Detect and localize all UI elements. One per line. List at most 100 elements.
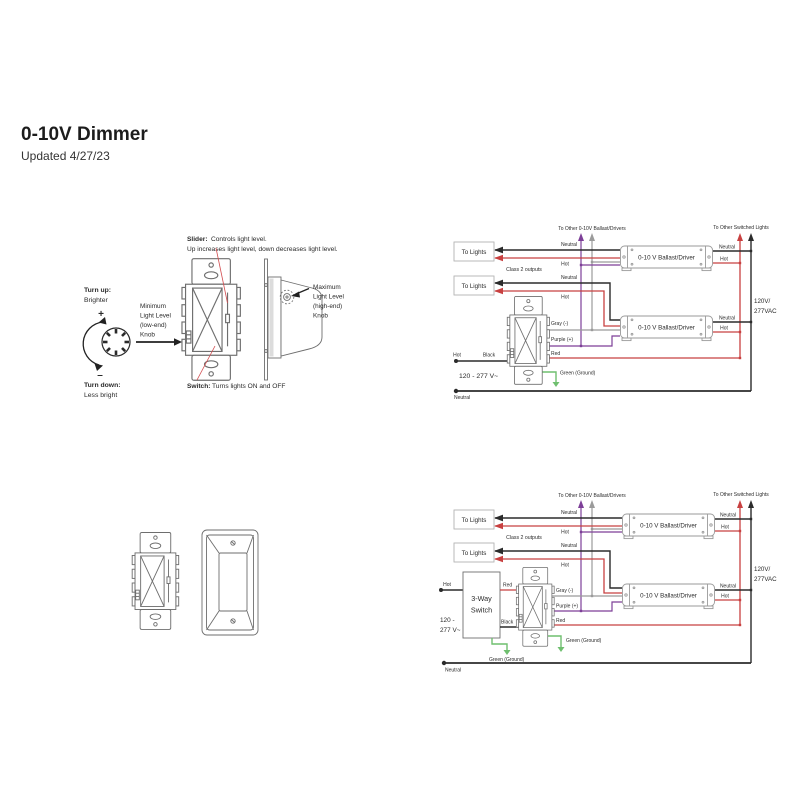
wiring-diagram-single-switch: To Other 0-10V Ballast/Drivers To Other …	[453, 225, 777, 401]
rotation-direction-arrow	[82, 317, 107, 371]
svg-text:Green (Ground): Green (Ground)	[489, 657, 525, 663]
svg-text:Neutral: Neutral	[720, 513, 736, 519]
svg-text:Minimum: Minimum	[140, 303, 166, 310]
svg-text:Hot: Hot	[443, 582, 451, 588]
to-other-drivers-label: To Other 0-10V Ballast/Drivers	[558, 226, 626, 232]
svg-text:Hot: Hot	[721, 525, 729, 531]
product-drawings	[131, 529, 259, 636]
to-lights-box-1: To Lights	[453, 241, 495, 262]
svg-text:Neutral: Neutral	[561, 510, 577, 516]
minus-sign: –	[97, 370, 103, 381]
ballast3-label: 0-10 V Ballast/Driver	[640, 523, 697, 530]
dimmer-front-view	[181, 258, 241, 381]
svg-text:Neutral: Neutral	[719, 245, 735, 251]
svg-text:(high-end): (high-end)	[313, 303, 342, 310]
svg-text:Neutral: Neutral	[719, 316, 735, 322]
svg-text:Light Level: Light Level	[313, 294, 344, 301]
class2-label: Class 2 outputs	[506, 267, 542, 273]
svg-text:Knob: Knob	[313, 313, 328, 320]
svg-text:To Lights: To Lights	[462, 249, 487, 256]
control-trunk-purple-2	[578, 500, 584, 611]
svg-text:3-Way: 3-Way	[471, 594, 492, 603]
supply-voltage-l2: 277 V~	[440, 627, 461, 634]
svg-text:Green (Ground): Green (Ground)	[560, 371, 596, 377]
svg-text:Hot: Hot	[720, 257, 728, 263]
to-other-switched-label: To Other Switched Lights	[713, 225, 769, 231]
traveler-red: Red	[500, 583, 519, 591]
svg-text:Red: Red	[503, 583, 512, 589]
dimmer-anatomy-diagram: Slider: Controls light level. Up increas…	[82, 236, 344, 399]
red-junctions	[738, 261, 742, 360]
lights-row-2b: Neutral Hot	[494, 543, 622, 594]
switch-callout-bold: Switch:	[187, 383, 210, 390]
ground-wire-switch: Green (Ground)	[489, 638, 525, 663]
svg-text:Neutral: Neutral	[720, 584, 736, 590]
red-wire-label-2: Red	[556, 618, 565, 624]
dimmer-device	[506, 296, 550, 385]
control-trunk-gray-2	[589, 500, 595, 596]
supply-voltage-l1: 120 -	[440, 617, 455, 624]
svg-text:Hot: Hot	[561, 530, 569, 536]
svg-text:Hot: Hot	[561, 262, 569, 268]
control-trunk-gray	[589, 233, 595, 330]
svg-text:Black: Black	[483, 353, 496, 359]
vac-label-2: 277VAC	[754, 308, 777, 315]
ballast1-right-leads: Neutral Hot	[713, 245, 751, 264]
purple-junctions	[579, 263, 583, 348]
traveler-black: Black	[500, 620, 519, 628]
vac-label-1: 120V/	[754, 298, 770, 305]
hot-feed-2: Hot	[439, 582, 463, 592]
dimmer-purple-wire	[547, 335, 620, 347]
turn-up-text: Brighter	[84, 297, 109, 304]
ballast1-right-leads-2: Neutral Hot	[715, 513, 751, 532]
to-other-drivers-label-2: To Other 0-10V Ballast/Drivers	[558, 493, 626, 499]
svg-text:Switch: Switch	[471, 606, 492, 615]
switched-hot-bus	[737, 233, 743, 358]
svg-text:Hot: Hot	[561, 563, 569, 569]
dimmer-device-2	[515, 567, 555, 647]
ballast1-label: 0-10 V Ballast/Driver	[638, 255, 695, 262]
ground-wire-dimmer: Green (Ground)	[548, 635, 602, 652]
slider-callout-text: Controls light level.	[211, 236, 267, 243]
svg-text:Hot: Hot	[561, 295, 569, 301]
svg-text:Green (Ground): Green (Ground)	[566, 638, 602, 644]
dimmer-product-view	[131, 532, 180, 630]
red-junctions-2	[738, 529, 742, 627]
switch-callout-text: Turns lights ON and OFF	[212, 383, 285, 390]
turn-down-text: Less bright	[84, 392, 117, 399]
max-knob-label: Maximum Light Level (high-end) Knob	[313, 284, 344, 320]
ballast2-right-leads: Neutral Hot	[713, 316, 751, 333]
svg-text:Neutral: Neutral	[454, 395, 470, 401]
class2-label-2: Class 2 outputs	[506, 535, 542, 541]
wiring-diagram-three-way: To Other 0-10V Ballast/Drivers To Other …	[439, 492, 777, 674]
lights-row-1b: Neutral Hot	[494, 510, 622, 536]
turn-up-label: Turn up:	[84, 287, 111, 294]
svg-text:To Lights: To Lights	[462, 283, 487, 290]
svg-text:Hot: Hot	[720, 326, 728, 332]
purple-junctions-2	[579, 530, 583, 613]
switch-pointer-line	[196, 345, 216, 381]
slider-callout-bold: Slider:	[187, 236, 208, 243]
to-other-switched-label-2: To Other Switched Lights	[713, 492, 769, 498]
switched-hot-bus-2	[737, 500, 743, 625]
svg-text:Hot: Hot	[453, 353, 461, 359]
three-way-switch-box: 3-Way Switch	[462, 571, 501, 639]
svg-text:To Lights: To Lights	[462, 550, 487, 557]
max-knob-arrow	[291, 287, 310, 298]
svg-text:Neutral: Neutral	[561, 543, 577, 549]
svg-text:Knob: Knob	[140, 332, 155, 339]
gray-wire-label-2: Gray (-)	[556, 588, 574, 594]
supply-voltage-label: 120 - 277 V~	[459, 373, 498, 380]
black-junctions-2	[749, 517, 753, 592]
svg-text:Hot: Hot	[721, 594, 729, 600]
svg-text:Neutral: Neutral	[561, 275, 577, 281]
rotation-knob-icon	[101, 327, 131, 357]
updated-date: Updated 4/27/23	[21, 149, 110, 163]
red-wire-label: Red	[551, 351, 560, 357]
min-knob-label: Minimum Light Level (low-end) Knob	[140, 303, 171, 339]
gray-junctions	[590, 260, 594, 332]
purple-wire-label-2: Purple (+)	[556, 604, 578, 610]
plus-sign: +	[98, 309, 104, 320]
